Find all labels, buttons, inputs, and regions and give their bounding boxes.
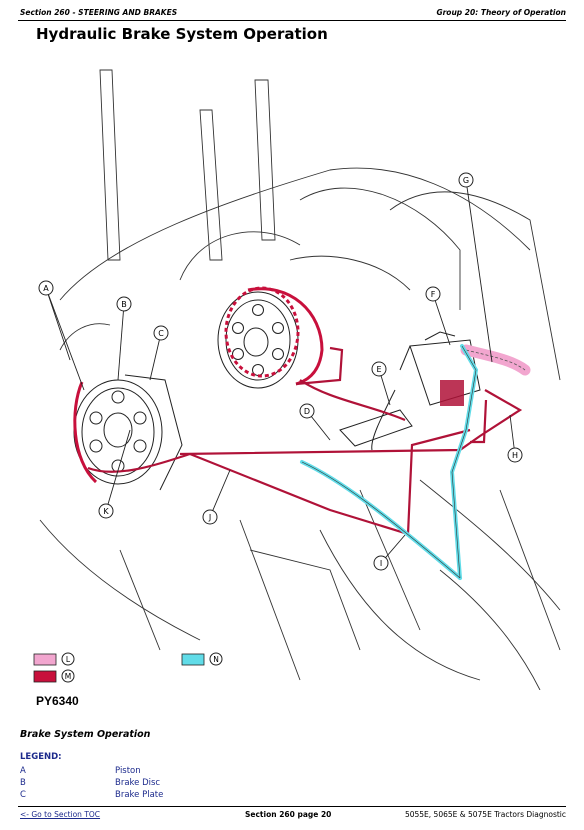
callout-d: D — [304, 407, 310, 416]
brake-lines — [87, 346, 523, 536]
callout-h: H — [512, 451, 518, 460]
page-title: Hydraulic Brake System Operation — [36, 25, 328, 43]
callout-k: K — [103, 507, 109, 516]
legend-key: B — [20, 778, 26, 788]
master-cylinder-reservoir — [440, 380, 464, 406]
callout-j: J — [208, 513, 211, 522]
left-brake-assembly — [73, 374, 183, 491]
callout-c: C — [158, 329, 164, 338]
section-toc-link[interactable]: <- Go to Section TOC — [20, 810, 101, 819]
right-brake-dash-ring — [224, 286, 300, 378]
callout-e: E — [376, 365, 381, 374]
tractor-outline — [39, 69, 561, 690]
callout-i: I — [380, 559, 382, 568]
legend-title: LEGEND: — [20, 752, 62, 762]
legend-label: Brake Disc — [115, 778, 161, 788]
legend-key: A — [20, 766, 26, 776]
callout-b: B — [121, 300, 127, 309]
key-swatch-n — [181, 653, 205, 666]
left-brake-ring — [73, 381, 98, 484]
callout-f: F — [431, 290, 436, 299]
callout-a: A — [43, 284, 49, 293]
legend-label: Piston — [115, 766, 141, 776]
legend-key: C — [20, 790, 26, 800]
legend-item: C Brake Plate — [20, 790, 163, 800]
header-divider — [18, 20, 566, 21]
figure-id: PY6340 — [36, 694, 79, 708]
legend-item: B Brake Disc — [20, 778, 160, 788]
figure-caption: Brake System Operation — [20, 729, 151, 740]
brake-system-figure: A B C D E F G H I J K L M N — [33, 69, 561, 690]
footer-page-number: Section 260 page 20 — [245, 810, 332, 819]
callout-g: G — [463, 176, 469, 185]
header-section: Section 260 - STEERING AND BRAKES — [20, 8, 178, 17]
key-swatch-m — [33, 670, 57, 683]
footer-divider — [18, 806, 566, 807]
callout-leaders — [45, 179, 516, 564]
footer-model: 5055E, 5065E & 5075E Tractors Diagnostic — [404, 810, 566, 819]
legend-label: Brake Plate — [115, 790, 164, 800]
legend-item: A Piston — [20, 766, 141, 776]
key-label-m: M — [65, 672, 71, 681]
right-brake-ring — [247, 287, 324, 386]
header-group: Group 20: Theory of Operation — [436, 8, 566, 17]
callout-markers — [38, 172, 523, 571]
key-swatch-l — [33, 653, 57, 666]
master-cylinder — [339, 331, 481, 451]
color-key: L M N — [33, 652, 223, 683]
key-label-n: N — [213, 655, 219, 664]
right-brake-assembly — [217, 291, 299, 389]
key-label-l: L — [66, 655, 71, 664]
